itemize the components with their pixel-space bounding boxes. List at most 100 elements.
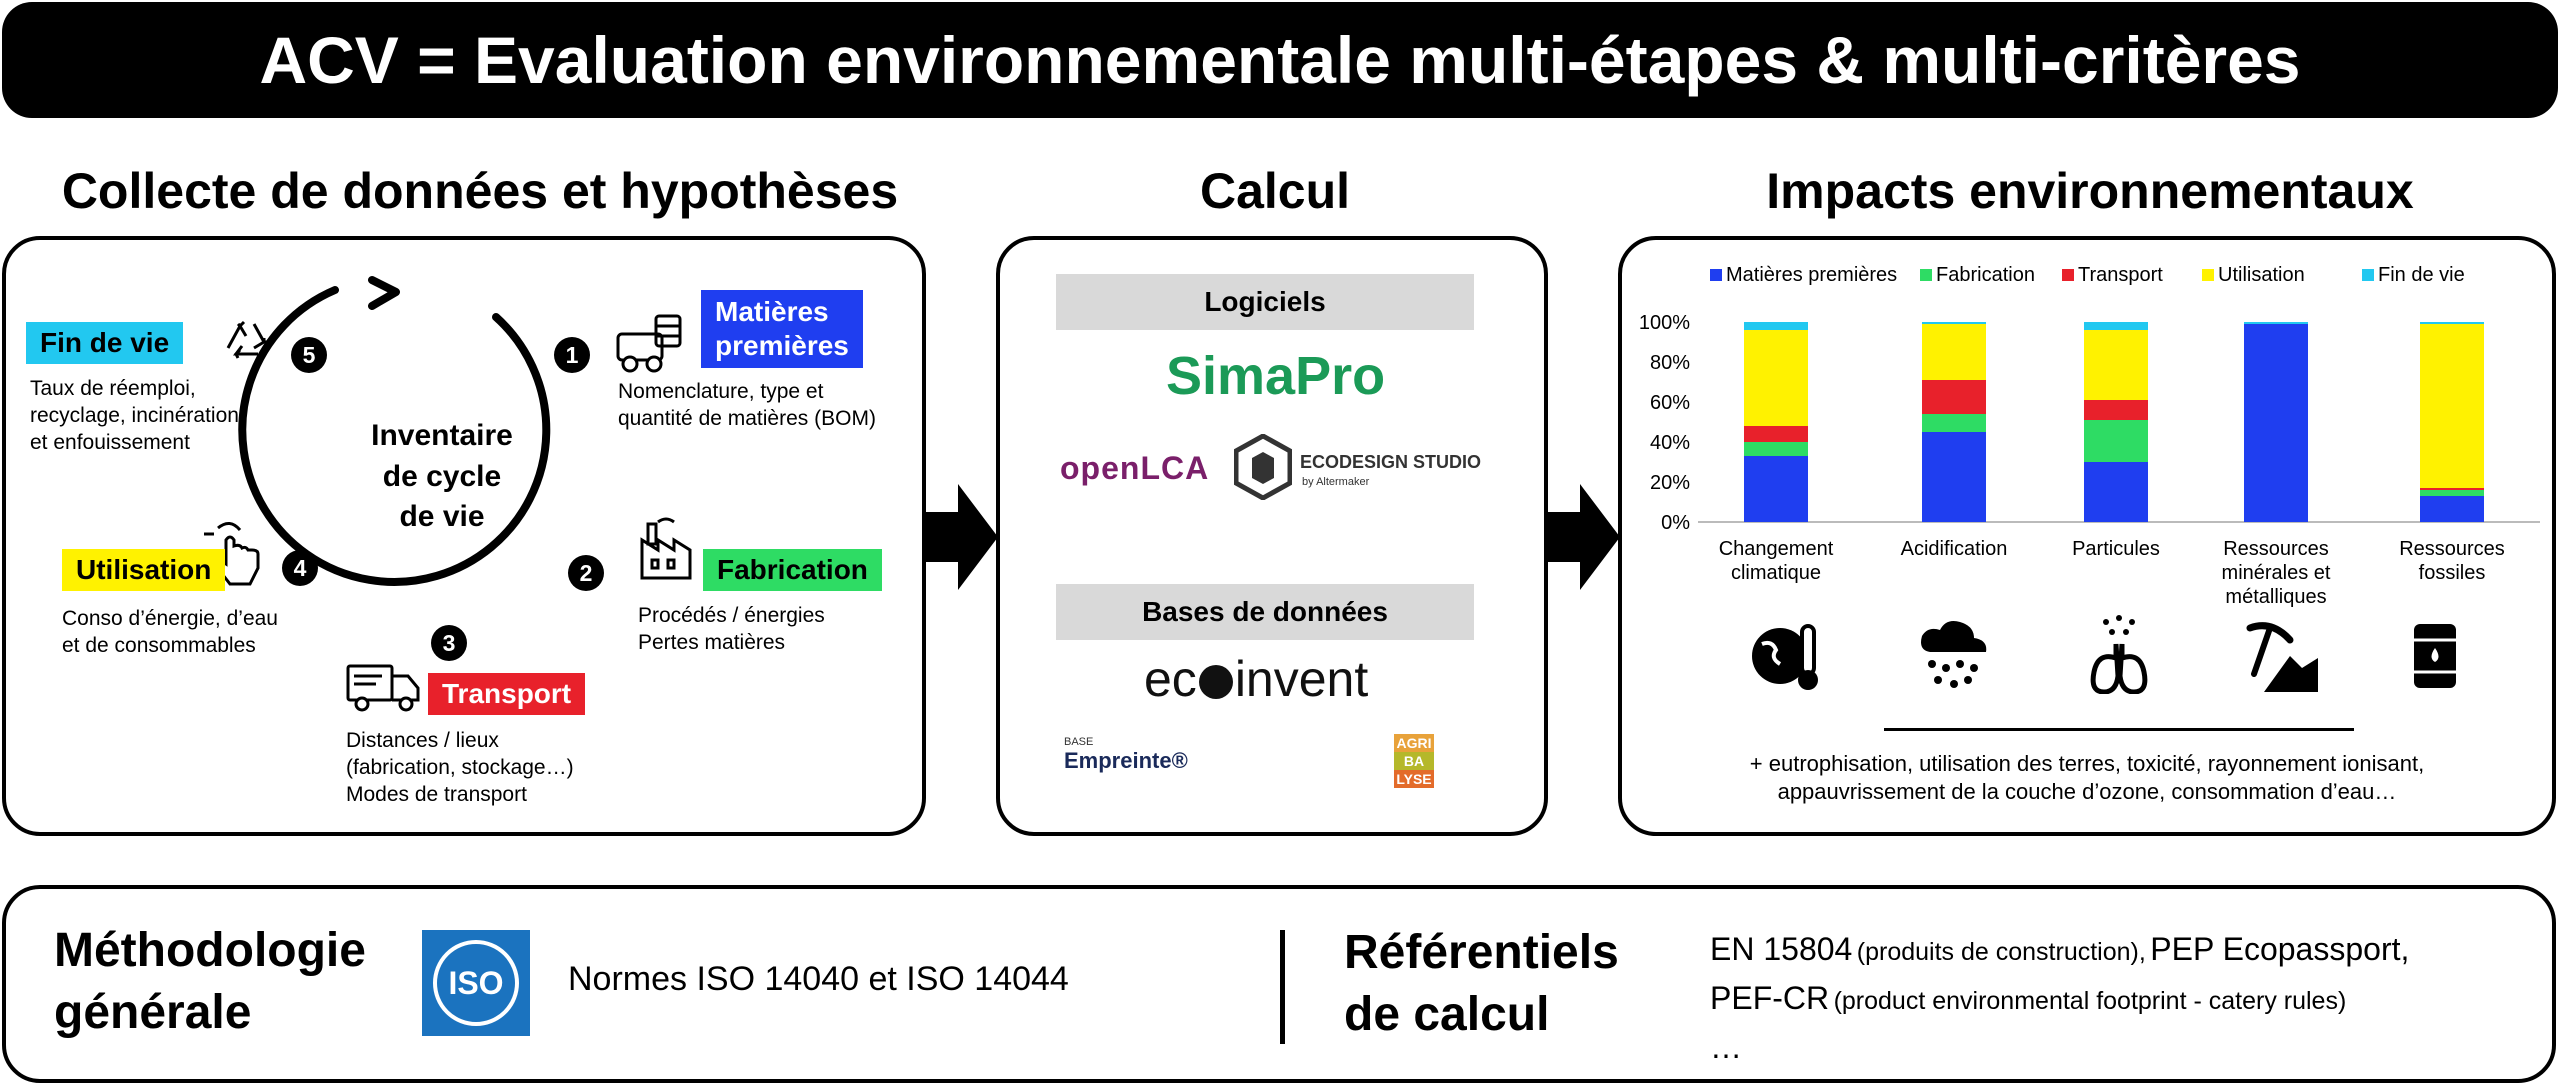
step-1-desc-line1: Nomenclature, type et bbox=[618, 380, 824, 403]
y-tick-3: 60% bbox=[1650, 392, 1690, 414]
mining-pickaxe-icon bbox=[2246, 622, 2318, 692]
x-label-3-0: Ressources bbox=[2223, 538, 2329, 560]
step-2-badge: 2 bbox=[568, 555, 604, 591]
ref-en15804-note: (produits de construction), bbox=[1856, 938, 2146, 966]
x-label-4-0: Ressources bbox=[2399, 538, 2505, 560]
cycle-arrowhead bbox=[368, 276, 400, 310]
y-tick-0: 0% bbox=[1661, 512, 1690, 534]
step-2-number: 2 bbox=[580, 560, 593, 586]
agribalyse-row2: BA bbox=[1394, 752, 1434, 770]
bar-1-0 bbox=[1922, 432, 1986, 522]
step-3-desc-line3: Modes de transport bbox=[346, 783, 527, 806]
banner-title: ACV = Evaluation environnementale multi-… bbox=[259, 23, 2301, 97]
ref-en15804: EN 15804 bbox=[1710, 931, 1853, 967]
cycle-center-line3: de vie bbox=[399, 500, 484, 533]
step-1-badge: 1 bbox=[554, 337, 590, 373]
referentiels-line2: PEF-CR (product environmental footprint … bbox=[1710, 977, 2409, 1026]
title-banner: ACV = Evaluation environnementale multi-… bbox=[2, 2, 2558, 118]
bar-2-4 bbox=[2084, 322, 2148, 330]
impacts-footnote: + eutrophisation, utilisation des terres… bbox=[1622, 750, 2552, 806]
step-3-number: 3 bbox=[443, 630, 456, 656]
step-4-desc-line2: et de consommables bbox=[62, 634, 256, 657]
section-title-impacts: Impacts environnementaux bbox=[1766, 163, 2414, 219]
x-label-0-1: climatique bbox=[1731, 562, 1821, 584]
step-2-desc-line2: Pertes matières bbox=[638, 631, 786, 654]
empreinte-small: BASE bbox=[1064, 736, 1094, 748]
methodo-title-line1: Méthodologie bbox=[54, 924, 366, 977]
bar-3-0 bbox=[2244, 324, 2308, 522]
ecoinvent-o-icon bbox=[1198, 665, 1233, 699]
bar-4-0 bbox=[2420, 496, 2484, 522]
bar-1-2 bbox=[1922, 380, 1986, 414]
truck-icon bbox=[346, 664, 420, 712]
step-4-desc-line1: Conso d’énergie, d’eau bbox=[62, 607, 278, 630]
cycle-center-line1: Inventaire bbox=[371, 419, 513, 452]
bar-3-4 bbox=[2244, 322, 2308, 324]
factory-icon bbox=[640, 517, 692, 580]
normes-text: Normes ISO 14040 et ISO 14044 bbox=[568, 960, 1069, 998]
bar-2-2 bbox=[2084, 400, 2148, 420]
step-1-label: Matières premières bbox=[701, 290, 863, 368]
legend-label-0: Matières premières bbox=[1726, 264, 1897, 286]
x-label-3-2: métalliques bbox=[2225, 586, 2326, 608]
agribalyse-row1: AGRI bbox=[1394, 734, 1434, 752]
step-5-desc-line3: et enfouissement bbox=[30, 431, 190, 454]
referentiels-title-line2: de calcul bbox=[1344, 988, 1550, 1041]
step-3-desc-line2: (fabrication, stockage…) bbox=[346, 756, 574, 779]
legend-swatch-1 bbox=[1920, 269, 1932, 281]
section-title-calcul: Calcul bbox=[1199, 163, 1351, 219]
cycle-center-line2: de cycle bbox=[383, 460, 501, 493]
bar-1-4 bbox=[1922, 322, 1986, 324]
step-5-desc-line2: recyclage, incinération bbox=[30, 404, 239, 427]
oil-barrel-icon bbox=[2414, 624, 2456, 688]
legend-swatch-4 bbox=[2362, 269, 2374, 281]
ref-pep: PEP Ecopassport, bbox=[2150, 931, 2410, 967]
bar-0-1 bbox=[1744, 442, 1808, 456]
y-tick-1: 20% bbox=[1650, 472, 1690, 494]
step-4-number: 4 bbox=[294, 555, 307, 581]
step-4-label: Utilisation bbox=[62, 549, 226, 591]
bar-1-3 bbox=[1922, 324, 1986, 380]
legend-swatch-3 bbox=[2202, 269, 2214, 281]
impacts-divider bbox=[1884, 728, 2354, 731]
step-5-badge: 5 bbox=[291, 337, 327, 373]
cycle-arc bbox=[238, 286, 551, 586]
ecodesign-logo-subtext: by Altermaker bbox=[1302, 476, 1370, 488]
legend-label-3: Utilisation bbox=[2218, 264, 2305, 286]
empreinte-logo: Empreinte® bbox=[1064, 748, 1188, 773]
referentiels-line1: EN 15804 (produits de construction), PEP… bbox=[1710, 928, 2409, 977]
recycle-icon bbox=[226, 320, 268, 359]
bases-header: Bases de données bbox=[1056, 584, 1474, 640]
x-label-0-0: Changement bbox=[1719, 538, 1834, 560]
ecoinvent-suffix: invent bbox=[1234, 651, 1369, 707]
methodo-title-line2: générale bbox=[54, 986, 252, 1039]
y-tick-5: 100% bbox=[1639, 312, 1690, 334]
legend-label-2: Transport bbox=[2078, 264, 2163, 286]
y-tick-2: 40% bbox=[1650, 432, 1690, 454]
bar-0-3 bbox=[1744, 330, 1808, 426]
referentiels-list: EN 15804 (produits de construction), PEP… bbox=[1710, 928, 2409, 1068]
step-1-desc: Nomenclature, type et quantité de matièr… bbox=[618, 378, 876, 432]
impacts-footnote-line2: appauvrissement de la couche d’ozone, co… bbox=[1777, 779, 2397, 804]
x-label-4-1: fossiles bbox=[2419, 562, 2486, 584]
openlca-logo: openLCA bbox=[1060, 450, 1210, 486]
ecoinvent-logo: ec invent bbox=[1144, 650, 1368, 708]
logiciels-label: Logiciels bbox=[1204, 286, 1326, 317]
x-label-2-0: Particules bbox=[2072, 538, 2160, 560]
step-1-number: 1 bbox=[566, 342, 579, 368]
bar-0-2 bbox=[1744, 426, 1808, 442]
bar-2-0 bbox=[2084, 462, 2148, 522]
bottom-divider bbox=[1280, 930, 1285, 1044]
step-5-label: Fin de vie bbox=[26, 322, 184, 364]
iso-logo: ISO bbox=[422, 930, 530, 1036]
agribalyse-logo: AGRI BA LYSE bbox=[1394, 734, 1434, 788]
ref-pefcr: PEF-CR bbox=[1710, 980, 1830, 1016]
bar-4-3 bbox=[2420, 324, 2484, 488]
legend-swatch-0 bbox=[1710, 269, 1722, 281]
chart-bars bbox=[1744, 322, 2484, 522]
lifecycle-diagram: 1 2 3 4 5 Inventaire de cycle de vie bbox=[204, 276, 692, 712]
bar-4-4 bbox=[2420, 322, 2484, 324]
y-tick-4: 80% bbox=[1650, 352, 1690, 374]
bar-2-3 bbox=[2084, 330, 2148, 400]
